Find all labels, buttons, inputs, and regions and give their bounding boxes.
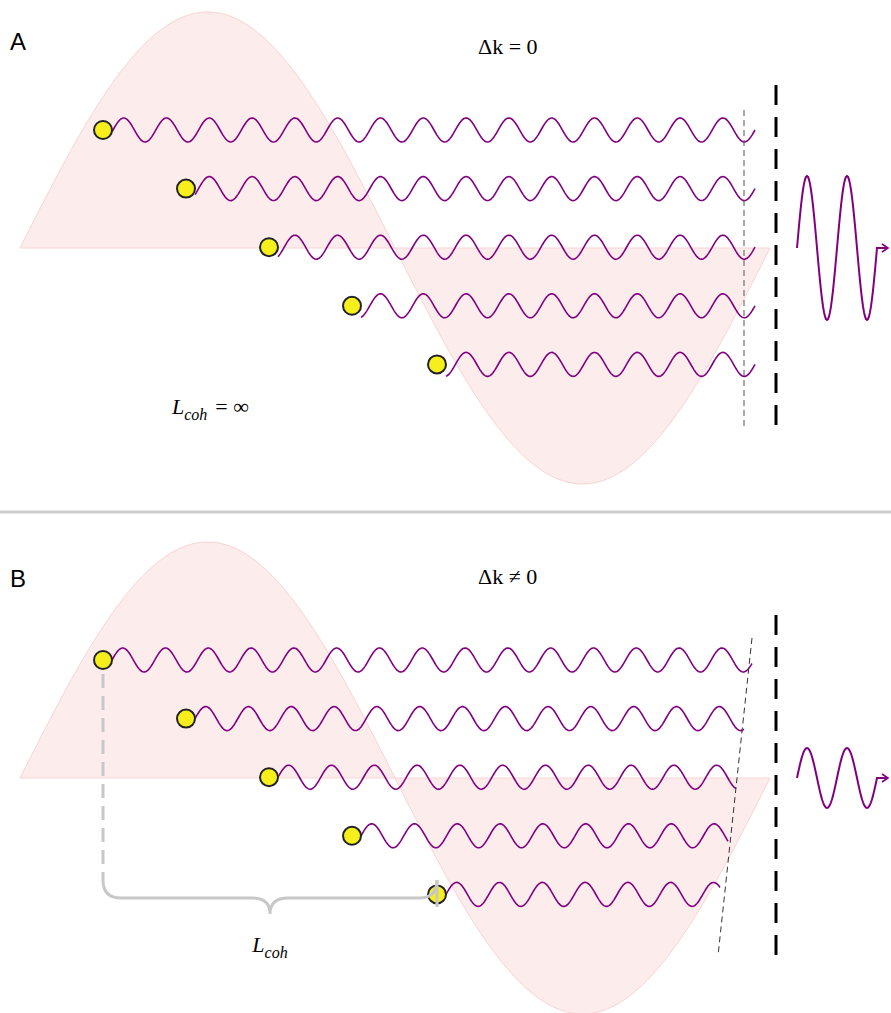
label-text: = ∞ <box>215 394 249 419</box>
brace <box>103 880 437 914</box>
coherence-label: Lcoh <box>252 934 287 956</box>
emitted-wave <box>278 765 736 789</box>
divider <box>0 511 891 514</box>
phase-front <box>744 110 745 426</box>
electron <box>177 710 195 728</box>
label-text: coh <box>184 406 207 423</box>
detector-plane <box>775 615 778 956</box>
condition-label: Δk ≠ 0 <box>478 566 537 588</box>
driving-field <box>20 542 770 1013</box>
label-text: B <box>10 565 26 592</box>
emitted-wave <box>195 707 744 731</box>
arrow-head <box>882 244 888 252</box>
electron <box>428 355 446 373</box>
output-wave <box>797 748 887 808</box>
electron <box>343 827 361 845</box>
output-wave <box>797 176 887 320</box>
emitted-wave <box>361 294 755 318</box>
label-text: L <box>172 394 184 419</box>
coherence-label: Lcoh= ∞ <box>172 396 249 418</box>
label-text: L <box>252 932 264 957</box>
panel <box>20 542 888 1013</box>
panel-letter: B <box>10 567 26 591</box>
driving-field <box>20 12 770 484</box>
emitted-wave <box>446 352 755 376</box>
electron <box>177 180 195 198</box>
emitted-wave <box>278 235 755 259</box>
panel-letter: A <box>10 30 26 54</box>
phase-front <box>718 638 752 956</box>
label-text: Δk = 0 <box>478 34 538 59</box>
panel <box>20 12 888 484</box>
bracket-guide <box>102 674 105 880</box>
electron <box>260 768 278 786</box>
label-text: A <box>10 28 26 55</box>
electron <box>260 238 278 256</box>
condition-label: Δk = 0 <box>478 36 538 58</box>
emitted-wave <box>446 882 720 906</box>
label-text: coh <box>265 944 288 961</box>
label-text: Δk ≠ 0 <box>478 564 537 589</box>
arrow-head <box>882 774 888 782</box>
emitted-wave <box>361 824 728 848</box>
electron <box>94 121 112 139</box>
emitted-wave <box>112 118 755 142</box>
electron <box>94 651 112 669</box>
detector-plane <box>775 85 778 426</box>
emitted-wave <box>195 177 755 201</box>
electron <box>343 297 361 315</box>
emitted-wave <box>112 648 752 672</box>
